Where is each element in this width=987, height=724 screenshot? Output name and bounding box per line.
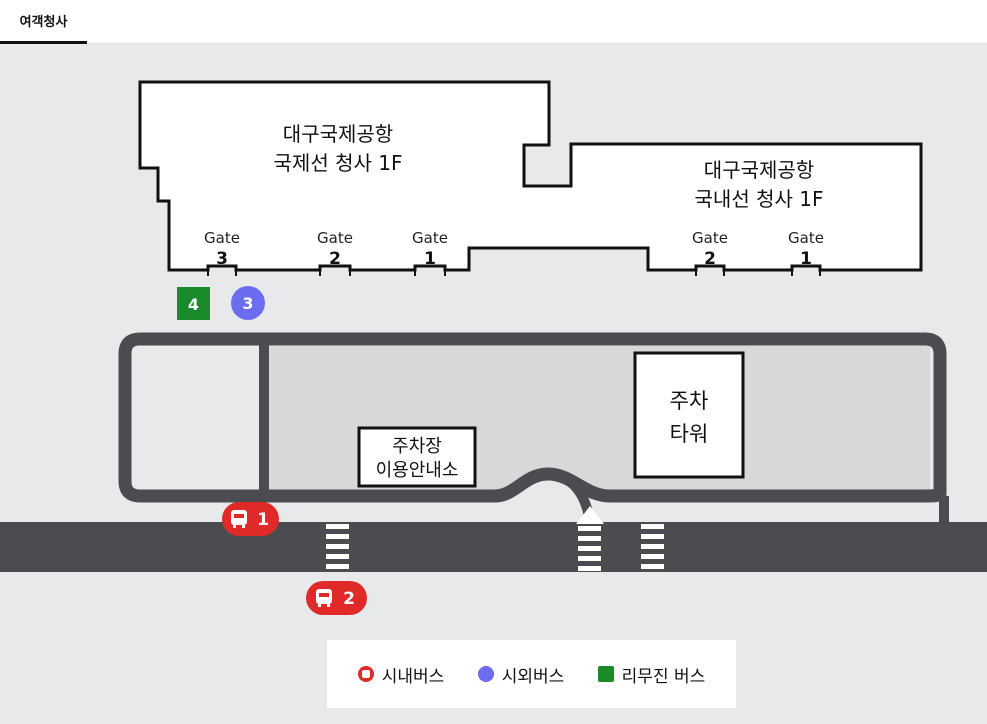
legend-limousine-bus-label: 리무진 버스: [621, 666, 706, 687]
gate-dom-1: 1: [800, 249, 812, 269]
parking-info-label-1: 주차장: [392, 436, 442, 457]
traffic-island: [576, 506, 604, 524]
parking-tower-label-2: 타워: [670, 422, 709, 446]
intercity-stop-3[interactable]: 3: [231, 286, 265, 320]
legend-intercity-bus-label: 시외버스: [501, 666, 565, 687]
parking-tower: [633, 351, 745, 479]
gate-intl-3: 3: [216, 249, 228, 269]
tab-passenger-terminal[interactable]: 여객청사: [0, 0, 87, 44]
limousine-stop-4[interactable]: 4: [177, 287, 210, 320]
gate-intl-1: 1: [424, 249, 436, 269]
legend-limousine-bus: 리무진 버스: [597, 662, 706, 687]
legend-intercity-bus: 시외버스: [477, 662, 565, 687]
intl-terminal-label-2: 국제선 청사 1F: [274, 151, 403, 175]
map-legend: 시내버스 시외버스 리무진 버스: [327, 640, 736, 708]
limousine-stop-number: 4: [188, 295, 199, 314]
legend-city-bus-label: 시내버스: [381, 666, 445, 687]
parking-info-center: [357, 426, 477, 488]
intercity-stop-number: 3: [242, 294, 253, 313]
city-bus-stop-2[interactable]: 2: [306, 581, 367, 615]
limousine-bus-icon: [597, 666, 614, 682]
intercity-bus-icon: [477, 666, 494, 682]
parking-info-label-2: 이용안내소: [376, 460, 459, 481]
main-road: [0, 522, 987, 572]
terminal-map: 대구국제공항 국제선 청사 1F 대구국제공항 국내선 청사 1F Gate 3…: [0, 44, 987, 720]
parking-tower-label-1: 주차: [670, 389, 709, 413]
dom-terminal-label-2: 국내선 청사 1F: [695, 187, 824, 211]
crosswalk-1: [326, 524, 349, 569]
gate-ticks: [207, 266, 821, 276]
legend-city-bus: 시내버스: [357, 662, 445, 687]
city-stop-1-number: 1: [257, 510, 269, 530]
dom-terminal-label-1: 대구국제공항: [704, 158, 814, 182]
gate-intl-3-word: Gate: [204, 229, 240, 247]
city-stop-2-number: 2: [343, 589, 355, 609]
gate-intl-2-word: Gate: [317, 229, 353, 247]
gate-dom-1-word: Gate: [788, 229, 824, 247]
crosswalk-2: [578, 526, 601, 571]
gate-dom-2: 2: [704, 249, 716, 269]
gate-intl-2: 2: [329, 249, 341, 269]
gate-dom-2-word: Gate: [692, 229, 728, 247]
city-bus-stop-1[interactable]: 1: [222, 502, 279, 536]
city-bus-icon: [357, 666, 374, 682]
map-canvas: 대구국제공항 국제선 청사 1F 대구국제공항 국내선 청사 1F Gate 3…: [0, 80, 987, 615]
tab-bar: 여객청사: [0, 0, 987, 44]
gate-intl-1-word: Gate: [412, 229, 448, 247]
intl-terminal-label-1: 대구국제공항: [283, 122, 393, 146]
crosswalk-3: [641, 524, 664, 569]
